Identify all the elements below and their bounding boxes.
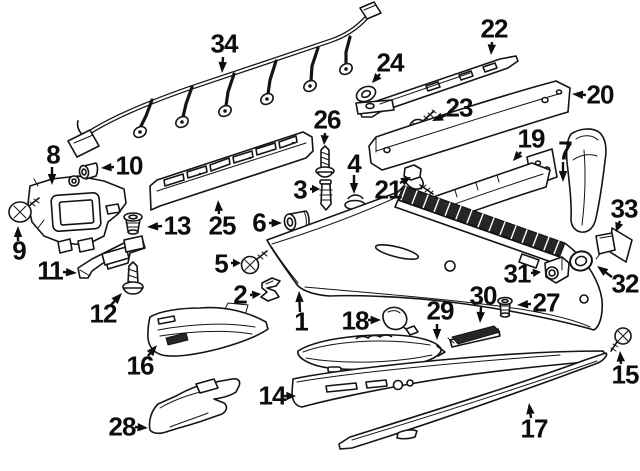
callout-arrowhead-29 [432, 329, 442, 340]
part-22-mount-bracket [355, 55, 519, 118]
part-3-push-rivet [319, 179, 333, 211]
callout-arrow-32 [605, 271, 613, 278]
callout-arrow-33 [618, 220, 622, 224]
callout-arrow-21 [399, 180, 403, 185]
callout-arrow-16 [147, 352, 151, 357]
part-9-screw [8, 197, 40, 223]
callout-arrowhead-32 [597, 266, 609, 276]
callout-arrowhead-33 [615, 221, 624, 232]
part-8-sensor-module-bracket [27, 175, 127, 254]
callout-arrowhead-34 [218, 61, 227, 73]
part-12-screw [122, 261, 144, 295]
callout-arrowhead-7 [558, 171, 568, 182]
part-16-side-bezel [147, 302, 269, 357]
callout-arrowhead-8 [47, 174, 57, 185]
part-11-support-bracket [77, 235, 146, 279]
callout-arrowhead-2 [251, 290, 261, 299]
callout-arrowhead-4 [349, 183, 359, 194]
part-10-barrel-nut [78, 162, 99, 180]
part-20-upper-trim-bar [368, 80, 571, 171]
callout-arrowhead-23 [432, 112, 444, 121]
callout-arrow-19 [518, 151, 522, 155]
callout-arrowhead-27 [517, 300, 529, 309]
part-33-bracket [595, 227, 633, 263]
part-7-corner-extension [565, 128, 607, 233]
callout-arrow-17 [529, 413, 533, 419]
callout-arrowhead-28 [137, 423, 148, 432]
part-26-screw [315, 145, 335, 178]
callout-arrowhead-10 [101, 163, 112, 172]
part-30-reflector [447, 325, 501, 348]
callout-arrowhead-13 [147, 222, 159, 231]
callout-arrowhead-20 [572, 90, 584, 99]
callout-arrowhead-25 [214, 200, 223, 212]
callout-arrowhead-12 [111, 293, 122, 304]
callout-arrowhead-30 [476, 311, 485, 323]
callout-arrowhead-11 [65, 268, 77, 277]
part-15-screw [610, 327, 632, 352]
part-32-sensor-ring [569, 250, 593, 272]
part-21-hex-bolt [403, 164, 434, 196]
callout-arrowhead-22 [487, 44, 496, 55]
part-24-grommet [355, 85, 377, 103]
callout-arrowhead-3 [312, 184, 320, 194]
part-34-wire-harness [67, 1, 382, 158]
callout-arrowhead-31 [532, 268, 541, 277]
callout-arrowhead-17 [526, 403, 535, 415]
part-31-park-sensor [544, 256, 570, 284]
callout-arrowhead-9 [13, 226, 23, 237]
callout-arrowhead-1 [295, 291, 304, 303]
callout-arrowhead-16 [146, 345, 157, 357]
callout-arrowhead-21 [400, 177, 411, 186]
callout-arrowhead-5 [233, 258, 241, 268]
callout-arrowhead-6 [271, 218, 282, 228]
callout-arrow-12 [110, 300, 116, 306]
callout-arrowhead-24 [372, 73, 382, 83]
part-2-retainer-clip [260, 277, 281, 302]
callout-arrowhead-15 [616, 351, 625, 362]
part-28-side-bracket [148, 378, 241, 435]
callout-arrowhead-26 [320, 135, 329, 145]
callout-arrow-24 [377, 73, 381, 77]
part-29-lamp [297, 334, 446, 373]
callout-arrowhead-14 [286, 391, 296, 401]
part-17-trim-strip [338, 352, 608, 450]
part-1-bumper-cover [266, 185, 603, 331]
part-27-plug-nut [497, 296, 513, 318]
part-18-bulb-socket [382, 306, 419, 336]
part-5-screw [240, 250, 268, 275]
part-13-push-nut [123, 212, 143, 235]
callout-arrow-23 [441, 113, 447, 118]
callout-arrowhead-19 [513, 151, 523, 161]
callout-arrowhead-18 [370, 315, 381, 325]
part-25-energy-absorber [149, 131, 314, 211]
